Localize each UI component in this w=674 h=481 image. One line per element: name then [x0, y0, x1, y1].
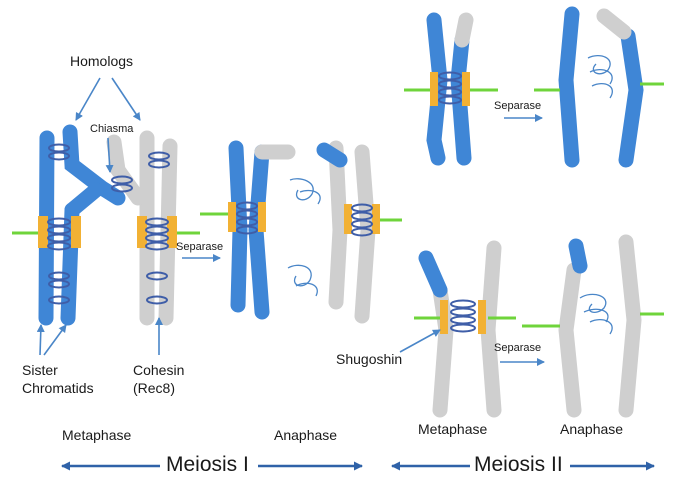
annotation-arrows-m2: [399, 114, 545, 366]
sister-chromatids-label-line1: Sister: [22, 362, 58, 378]
meiosis2-gray-anaphase: [522, 234, 664, 418]
metaphase-label-m2: Metaphase: [418, 421, 488, 437]
anaphase-label-m1: Anaphase: [274, 427, 338, 443]
gray-chromatid-left: [328, 140, 348, 310]
cleaved-cohesin-m1: [287, 178, 321, 297]
separase-label-m1: Separase: [176, 241, 224, 253]
homologs-label: Homologs: [70, 53, 134, 69]
shugoshin-label: Shugoshin: [336, 351, 403, 367]
separase-label-m2-top: Separase: [494, 100, 542, 112]
annotation-arrows-m1: [36, 77, 221, 356]
meiosis2-blue-metaphase: [404, 12, 498, 166]
blue-crossover-arm: [64, 182, 104, 218]
meiosis2-blue-anaphase: [534, 6, 664, 168]
meiosis2-gray-metaphase: [414, 240, 516, 418]
cohesin-label-line1: Cohesin: [133, 362, 185, 378]
chiasma-label: Chiasma: [90, 123, 134, 135]
meiosis1-metaphase-chromosomes: [12, 124, 200, 326]
metaphase-label-m1: Metaphase: [62, 427, 132, 443]
sister-chromatids-label-line2: Chromatids: [22, 380, 94, 396]
meiosis-2-label: Meiosis II: [474, 453, 563, 476]
cleaved-cohesin-m2a: [587, 55, 613, 99]
meiosis-1-label: Meiosis I: [166, 453, 249, 476]
cohesin-label-line2: (Rec8): [133, 380, 176, 396]
centromeres-m1: [38, 216, 177, 248]
cleaved-cohesin-m2b: [579, 293, 613, 335]
anaphase-label-m2: Anaphase: [560, 421, 624, 437]
separase-label-m2-bottom: Separase: [494, 342, 542, 354]
cohesin-rings-m1: [47, 143, 170, 305]
blue-chromatid-left: [228, 140, 248, 313]
blue-tip-right: [316, 142, 348, 168]
meiosis1-anaphase-chromosomes: [200, 140, 402, 324]
